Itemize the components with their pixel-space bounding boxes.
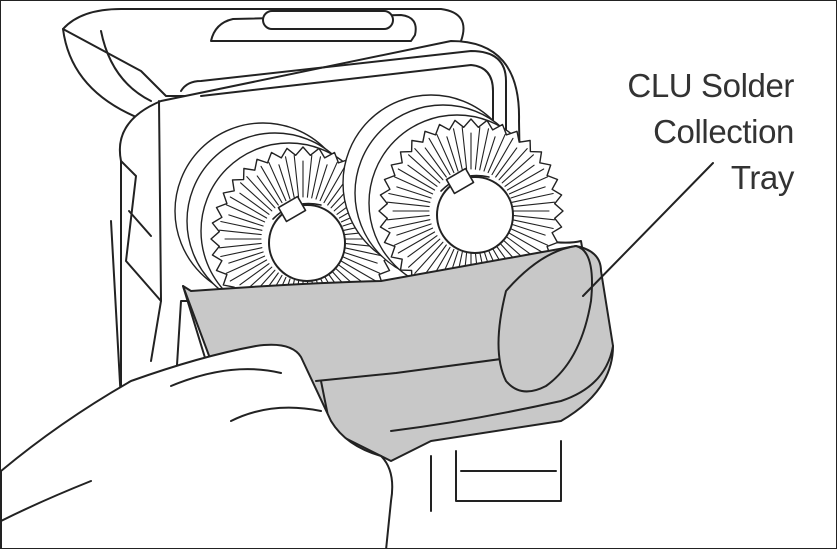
callout-line-1: CLU Solder — [627, 67, 794, 104]
callout-line-2: Collection — [653, 113, 794, 150]
callout-line-3: Tray — [730, 159, 795, 196]
brush-wheel-right — [342, 94, 564, 304]
callout-label: CLU Solder Collection Tray — [534, 63, 794, 201]
hand — [1, 343, 394, 548]
callout-leader-line — [582, 162, 714, 297]
